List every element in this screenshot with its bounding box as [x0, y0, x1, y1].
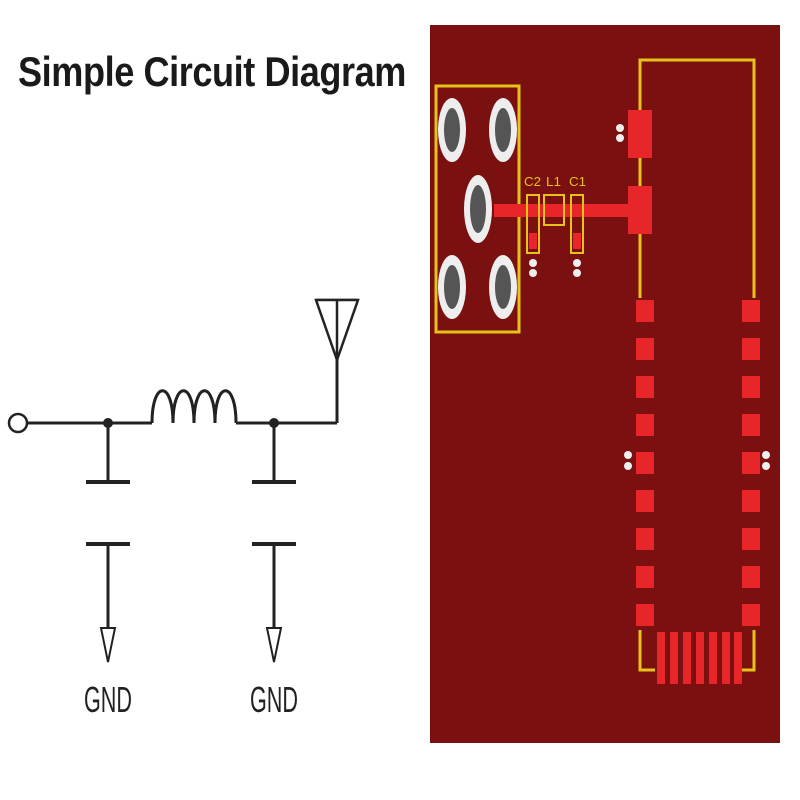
input-terminal — [7, 412, 29, 434]
label-c1: C1 — [569, 174, 586, 189]
module-pad — [636, 414, 654, 436]
pad-hole — [444, 108, 460, 152]
pcb-layout: C2 L1 C1 — [430, 25, 780, 743]
schematic — [7, 298, 360, 663]
module-pad — [742, 452, 760, 474]
via — [529, 269, 537, 277]
pad-hole — [495, 108, 511, 152]
gnd-arrow-left — [99, 627, 117, 663]
module-ground-pad — [628, 110, 652, 158]
module-pad — [734, 632, 742, 684]
label-c2: C2 — [524, 174, 541, 189]
module-pad — [670, 632, 678, 684]
module-pad — [636, 376, 654, 398]
module-pad — [742, 376, 760, 398]
pcb-board — [430, 25, 780, 743]
c1-outline — [570, 194, 584, 254]
module-pad — [683, 632, 691, 684]
c2-pad — [529, 233, 537, 249]
module-side-vias — [624, 451, 770, 470]
gnd-label-left: GND — [84, 679, 132, 720]
module-pad — [742, 490, 760, 512]
module-rf-pad — [628, 186, 652, 234]
module-pad — [742, 300, 760, 322]
module-pad — [696, 632, 704, 684]
c1-pad — [573, 233, 581, 249]
page-title: Simple Circuit Diagram — [18, 48, 406, 95]
via — [616, 134, 624, 142]
via — [762, 462, 770, 470]
module-pad — [709, 632, 717, 684]
pad-hole — [444, 265, 460, 309]
module-pad — [742, 566, 760, 588]
module-outline — [638, 58, 756, 298]
module-pad — [636, 338, 654, 360]
pad-hole — [495, 265, 511, 309]
module-pad — [742, 414, 760, 436]
module-pad — [636, 300, 654, 322]
module-pad — [742, 338, 760, 360]
via — [624, 462, 632, 470]
c2-outline — [526, 194, 540, 254]
module-pad — [636, 490, 654, 512]
module-pad — [657, 632, 665, 684]
gnd-label-right: GND — [250, 679, 298, 720]
module-outline-bottom — [638, 630, 756, 672]
module-pad — [742, 528, 760, 550]
module-pad — [742, 604, 760, 626]
connector-pads — [438, 98, 517, 319]
l1-outline — [543, 194, 565, 226]
module-pad — [636, 528, 654, 550]
module-pad — [636, 566, 654, 588]
module-pad — [636, 604, 654, 626]
inductor-symbol — [150, 389, 238, 424]
module-top-vias — [616, 124, 624, 142]
gnd-arrow-right — [265, 627, 283, 663]
module-bottom-pads — [657, 632, 742, 684]
module-left-pads — [636, 300, 654, 626]
via — [573, 269, 581, 277]
via — [573, 259, 581, 267]
module-right-pads — [742, 300, 760, 626]
cap-vias — [529, 259, 581, 277]
module-pad — [722, 632, 730, 684]
pad-hole — [470, 185, 486, 233]
via — [762, 451, 770, 459]
via — [529, 259, 537, 267]
module-pad — [636, 452, 654, 474]
label-l1: L1 — [546, 174, 561, 189]
via — [624, 451, 632, 459]
via — [616, 124, 624, 132]
